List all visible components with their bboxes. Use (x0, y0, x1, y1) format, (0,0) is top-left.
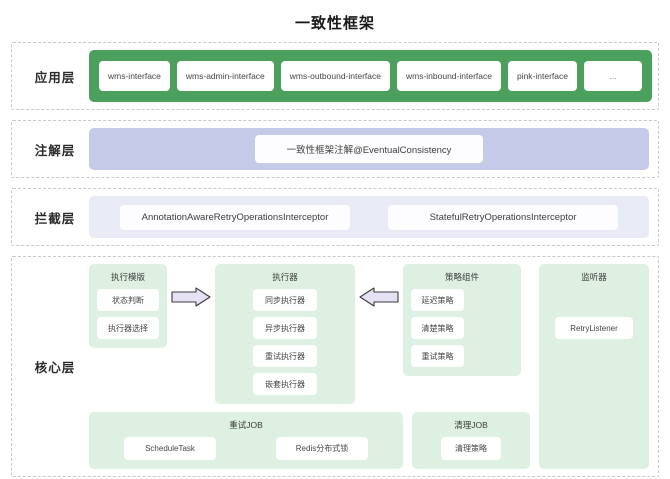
arrow-right-wrap (167, 264, 215, 330)
panel-listener[interactable]: 监听器 RetryListener (539, 264, 649, 469)
cell-async-executor[interactable]: 异步执行器 (253, 317, 317, 339)
layer-core: 核心层 执行模版 状态判断 执行器选择 (11, 256, 659, 477)
interceptor-layer-body: AnnotationAwareRetryOperationsIntercepto… (89, 196, 649, 238)
panel-title-clean-job: 清理JOB (454, 420, 488, 430)
panel-title-strategy-components: 策略组件 (444, 272, 479, 282)
cell-retry-executor[interactable]: 重试执行器 (253, 345, 317, 367)
panel-retry-job[interactable]: 重试JOB ScheduleTask Redis分布式锁 (89, 412, 403, 469)
cell-state-judgment[interactable]: 状态判断 (97, 289, 159, 311)
cell-grid-execution-template: 状态判断 执行器选择 (97, 289, 159, 339)
layer-annotation: 注解层 一致性框架注解@EventualConsistency (11, 120, 659, 178)
arrow-left-icon (359, 287, 399, 307)
layer-label-application: 应用层 (34, 70, 76, 85)
core-layer-body: 执行模版 状态判断 执行器选择 (89, 264, 649, 469)
cell-grid-retry-job: ScheduleTask Redis分布式锁 (97, 437, 395, 460)
cell-retry-strategy[interactable]: 重试策略 (411, 345, 464, 367)
panel-execution-template[interactable]: 执行模版 状态判断 执行器选择 (89, 264, 167, 348)
interceptor-chip-stateful[interactable]: StatefulRetryOperationsInterceptor (388, 204, 618, 230)
app-chip-wms-admin-interface[interactable]: wms-admin-interface (176, 61, 274, 91)
app-chip-wms-inbound-interface[interactable]: wms-inbound-interface (396, 61, 501, 91)
layer-interceptor: 拦截层 AnnotationAwareRetryOperationsInterc… (11, 188, 659, 246)
cell-grid-executor: 同步执行器 异步执行器 重试执行器 嵌套执行器 (223, 289, 347, 395)
cell-grid-clean-job: 清理策略 (441, 437, 501, 460)
panel-executor[interactable]: 执行器 同步执行器 异步执行器 重试执行器 嵌套执行器 (215, 264, 355, 404)
app-chip-pink-interface[interactable]: pink-interface (507, 61, 577, 91)
app-chip-more[interactable]: ... (584, 61, 642, 91)
cell-nested-executor[interactable]: 嵌套执行器 (253, 373, 317, 395)
panel-title-execution-template: 执行模版 (110, 272, 145, 282)
cell-retry-listener[interactable]: RetryListener (555, 317, 633, 339)
layer-application: 应用层 wms-interface wms-admin-interface wm… (11, 42, 659, 110)
panel-title-listener: 监听器 (581, 272, 607, 282)
application-layer-body: wms-interface wms-admin-interface wms-ou… (89, 50, 652, 102)
annotation-layer-body: 一致性框架注解@EventualConsistency (89, 128, 649, 170)
cell-executor-selection[interactable]: 执行器选择 (97, 317, 159, 339)
layer-label-core: 核心层 (34, 361, 76, 375)
panel-title-executor: 执行器 (272, 272, 298, 282)
interceptor-chip-annotation-aware[interactable]: AnnotationAwareRetryOperationsIntercepto… (120, 204, 350, 230)
cell-sync-executor[interactable]: 同步执行器 (253, 289, 317, 311)
panel-strategy-components[interactable]: 策略组件 延迟策略 清楚策略 重试策略 (403, 264, 521, 376)
layer-label-annotation: 注解层 (34, 143, 76, 158)
arrow-left-wrap (355, 264, 403, 330)
app-chip-wms-outbound-interface[interactable]: wms-outbound-interface (280, 61, 390, 91)
cell-delay-strategy[interactable]: 延迟策略 (411, 289, 464, 311)
page-title: 一致性框架 (294, 15, 375, 32)
cell-redis-distributed-lock[interactable]: Redis分布式锁 (276, 437, 368, 460)
panel-clean-job[interactable]: 清理JOB 清理策略 (412, 412, 530, 469)
cell-clean-strategy[interactable]: 清理策略 (441, 437, 501, 460)
panel-title-retry-job: 重试JOB (229, 420, 263, 430)
cell-grid-strategy-components: 延迟策略 清楚策略 重试策略 (411, 289, 513, 367)
app-chip-wms-interface[interactable]: wms-interface (99, 61, 170, 91)
cell-clear-strategy[interactable]: 清楚策略 (411, 317, 464, 339)
layer-label-interceptor: 拦截层 (34, 211, 76, 226)
annotation-chip-eventual-consistency[interactable]: 一致性框架注解@EventualConsistency (255, 135, 483, 163)
core-left-column: 执行模版 状态判断 执行器选择 (89, 264, 530, 469)
arrow-right-icon (171, 287, 211, 307)
cell-schedule-task[interactable]: ScheduleTask (124, 437, 216, 460)
core-bottom-row: 重试JOB ScheduleTask Redis分布式锁 清理JOB 清理策略 (89, 412, 530, 469)
core-top-row: 执行模版 状态判断 执行器选择 (89, 264, 530, 404)
